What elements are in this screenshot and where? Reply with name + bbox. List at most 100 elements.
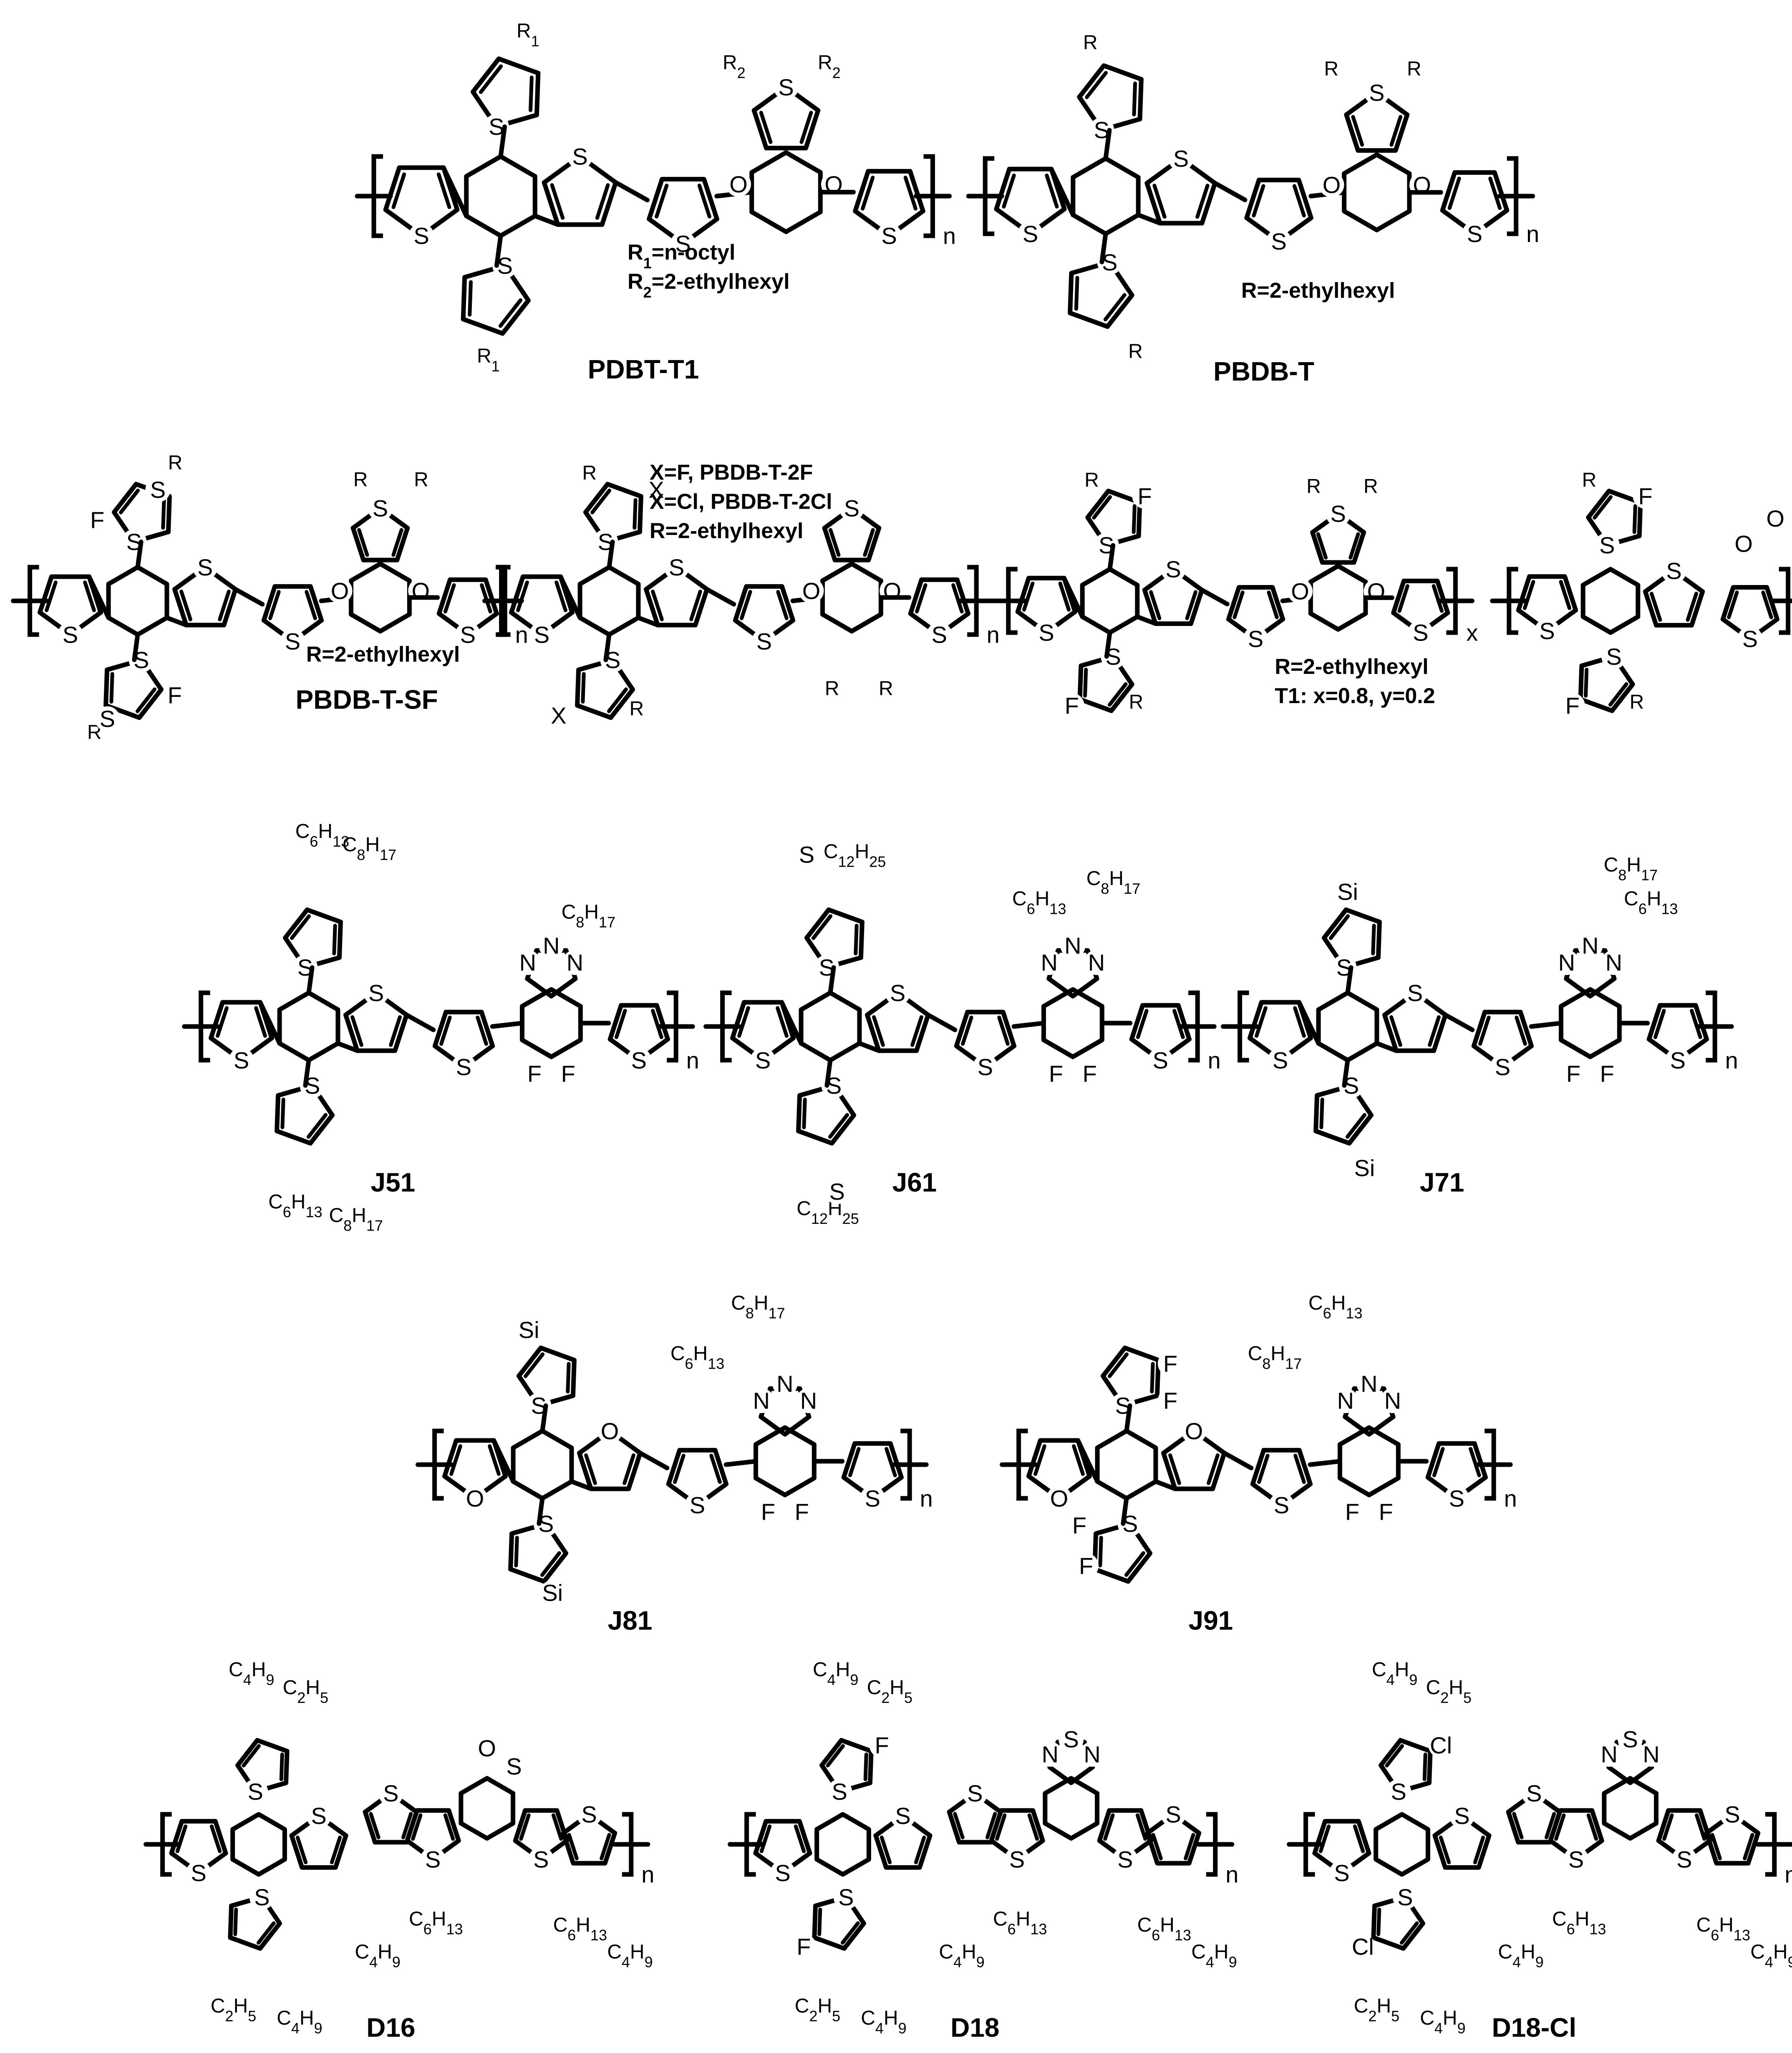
bond	[1353, 1824, 1365, 1853]
bond	[638, 1450, 670, 1470]
sulfur-atom: S	[191, 1860, 206, 1886]
bond	[740, 590, 752, 620]
bond	[1136, 1009, 1149, 1039]
thiophene-ring	[509, 574, 575, 637]
bond	[1319, 1097, 1324, 1130]
sulfur-atom: S	[63, 621, 78, 648]
thiophene-ring	[1391, 578, 1450, 635]
atom-mask	[644, 477, 669, 502]
sulfur-atom: S	[756, 628, 772, 654]
bond	[494, 233, 503, 268]
bond	[1072, 1444, 1085, 1476]
thiophene-ring	[1471, 1009, 1534, 1069]
atom-mask	[833, 1884, 859, 1910]
repeat-index: n	[1725, 1047, 1738, 1073]
substituent-label: R	[879, 678, 893, 700]
halogen-atom: F	[875, 1732, 889, 1758]
atom-mask	[1462, 221, 1487, 247]
substituent-label: R	[168, 452, 183, 474]
nitrogen-atom: N	[543, 933, 560, 959]
bond	[1649, 592, 1662, 622]
substituent-label: C8H17	[1086, 868, 1140, 897]
acceptor-ring	[1308, 563, 1368, 632]
structure-t1-y-block: SSSSFFRRSOOy	[1490, 469, 1792, 719]
fluorine-atom: F	[1565, 692, 1580, 719]
sulfur-atom: S	[197, 554, 213, 580]
fluorine-atom: F	[1137, 483, 1152, 509]
thiophene-ring	[363, 1791, 419, 1845]
atom-mask	[1444, 1486, 1469, 1511]
bond	[1432, 1447, 1445, 1478]
sulfur-atom: S	[248, 1778, 263, 1805]
thiophene-ring	[513, 1808, 569, 1862]
thiophene-ring	[804, 907, 864, 970]
bond	[443, 583, 456, 614]
bond	[723, 1459, 758, 1467]
atom-mask	[515, 950, 540, 975]
bond	[306, 1113, 328, 1139]
bond	[1255, 1006, 1268, 1038]
sulfur-atom: S	[967, 1780, 983, 1806]
bond	[1690, 1009, 1702, 1039]
oxygen-atom: O	[1291, 578, 1309, 605]
bond	[404, 1012, 436, 1032]
atom-mask	[529, 622, 554, 647]
structure-caption: J61	[892, 1168, 937, 1198]
bond	[295, 1836, 308, 1864]
bond	[1488, 177, 1502, 210]
repeat-index: n	[943, 223, 956, 249]
repeat-index: n	[1225, 1861, 1238, 1888]
thiophene-ring	[1506, 1791, 1562, 1845]
thiophene-ring	[1313, 1083, 1374, 1146]
sulfur-atom: S	[506, 1753, 522, 1779]
bond	[268, 590, 281, 620]
bond	[1397, 584, 1409, 613]
atom-mask	[243, 1779, 268, 1804]
acceptor-ring	[348, 561, 412, 634]
bond	[330, 1836, 342, 1864]
thiophene-ring	[647, 177, 719, 246]
bond	[828, 1113, 849, 1139]
atom-mask	[1402, 980, 1428, 1006]
sulfur-atom: S	[675, 231, 691, 257]
fluorine-atom: F	[168, 682, 182, 709]
atom-mask	[869, 1733, 895, 1758]
bond	[306, 965, 315, 995]
bond	[1061, 575, 1085, 619]
thiophene-ring	[753, 1819, 812, 1875]
sulfur-atom: S	[631, 1047, 647, 1073]
sulfur-atom: S	[311, 1803, 326, 1829]
atom-mask	[1059, 1727, 1084, 1752]
atom-mask	[409, 223, 434, 248]
bond	[1149, 590, 1162, 620]
fluorine-atom: F	[1345, 1499, 1359, 1525]
structure-caption: PDBT-T1	[588, 354, 699, 384]
thiophene-ring	[103, 658, 164, 720]
nitrogen-atom: N	[1601, 1741, 1618, 1768]
substituent-label: R	[1084, 469, 1099, 491]
atom-mask	[1560, 693, 1585, 718]
atom-mask	[1633, 484, 1658, 509]
benzene-ring	[1374, 1812, 1430, 1877]
atom-mask	[664, 555, 689, 580]
benzene-ring	[1316, 990, 1379, 1063]
bond	[651, 1009, 663, 1039]
bond	[1345, 965, 1353, 995]
thiophene-ring	[38, 574, 103, 637]
thiophene-ring	[432, 1009, 495, 1069]
silicon-atom: Si	[1337, 879, 1358, 905]
thiophene-ring	[1720, 585, 1779, 641]
oxygen-atom: O	[1367, 578, 1386, 605]
benzene-ring	[464, 154, 537, 238]
sulfur-atom: S	[1391, 1778, 1406, 1805]
bond	[857, 1041, 881, 1053]
oxygen-atom: O	[883, 578, 902, 604]
atom-mask	[750, 1047, 776, 1073]
substituent-label: C4H9	[939, 1941, 984, 1971]
thiophene-ring	[1643, 568, 1705, 628]
atom-mask	[455, 622, 481, 647]
